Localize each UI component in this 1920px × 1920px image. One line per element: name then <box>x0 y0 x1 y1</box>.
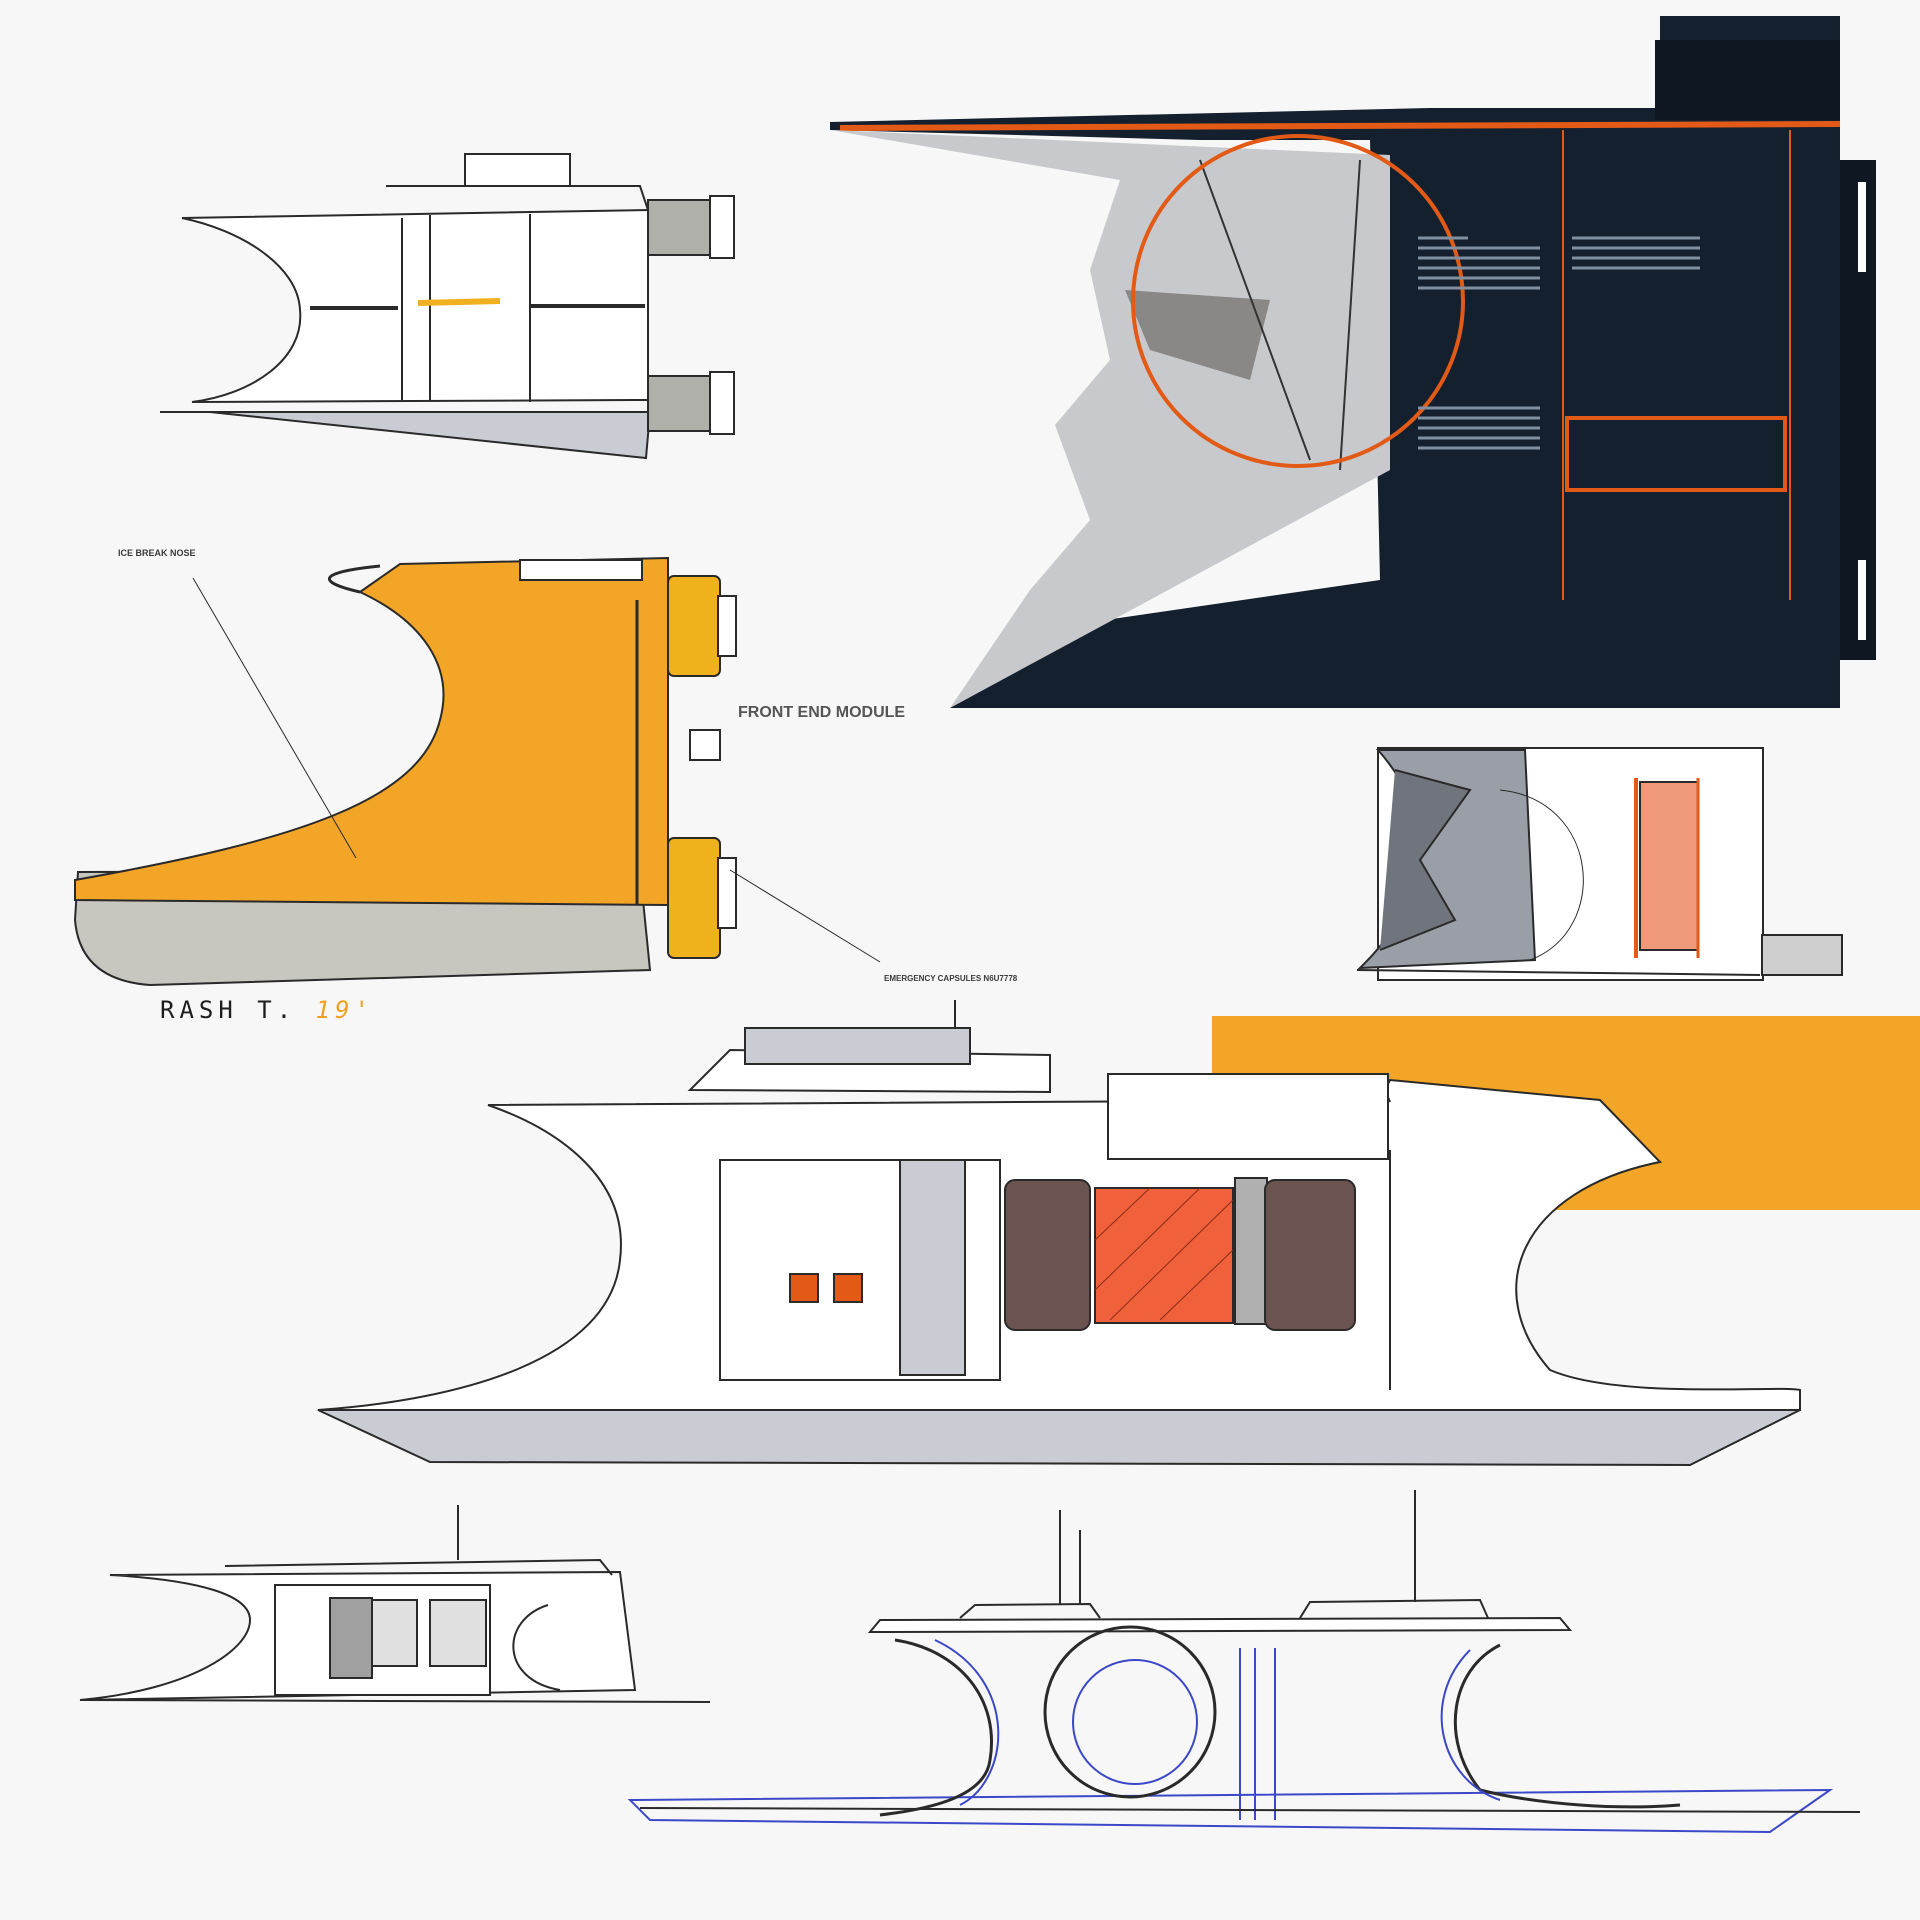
sketch-side-module <box>1356 747 1843 981</box>
signature-year: 19' <box>315 996 374 1024</box>
render-front-end-module <box>830 16 1876 708</box>
sketch-top-view <box>160 153 735 460</box>
front-end-module-label: FRONT END MODULE <box>738 704 906 721</box>
vent-grille <box>1418 236 1700 450</box>
sketch-main-elevation <box>317 1000 1801 1467</box>
sketch-blue-pencil <box>627 1490 1861 1834</box>
sketch-ice-break-nose <box>73 556 881 987</box>
artist-signature: RASH T. 19' <box>160 996 374 1024</box>
sketch-bottom-left <box>79 1505 711 1703</box>
emergency-capsules-label: EMERGENCY CAPSULES N6U7778 <box>884 974 1018 983</box>
ice-break-nose-label: ICE BREAK NOSE <box>118 548 196 558</box>
signature-name: RASH T. <box>160 996 297 1024</box>
hatch-lines <box>1094 1187 1234 1321</box>
